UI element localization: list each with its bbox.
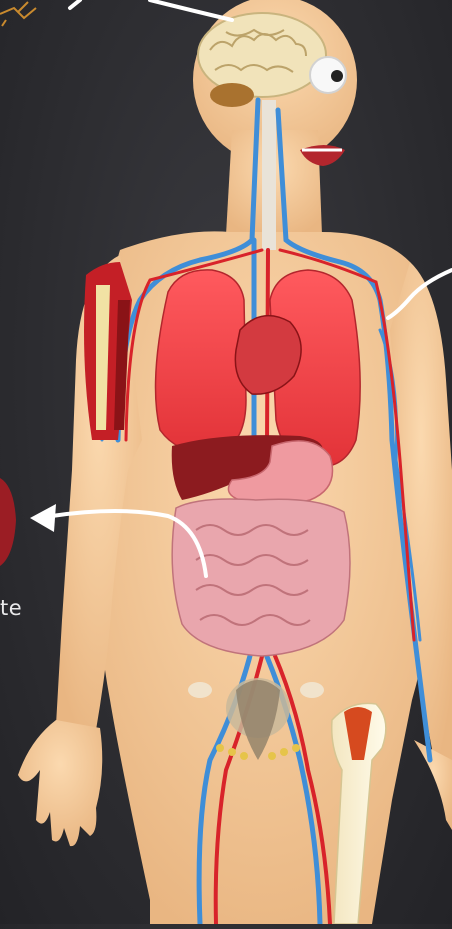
neuron-partial-icon [0, 2, 36, 26]
heart-partial-icon [0, 478, 16, 566]
intestines-icon [172, 499, 350, 656]
spine [262, 100, 276, 250]
caption-text: te [0, 596, 22, 620]
eye-icon [310, 57, 346, 93]
